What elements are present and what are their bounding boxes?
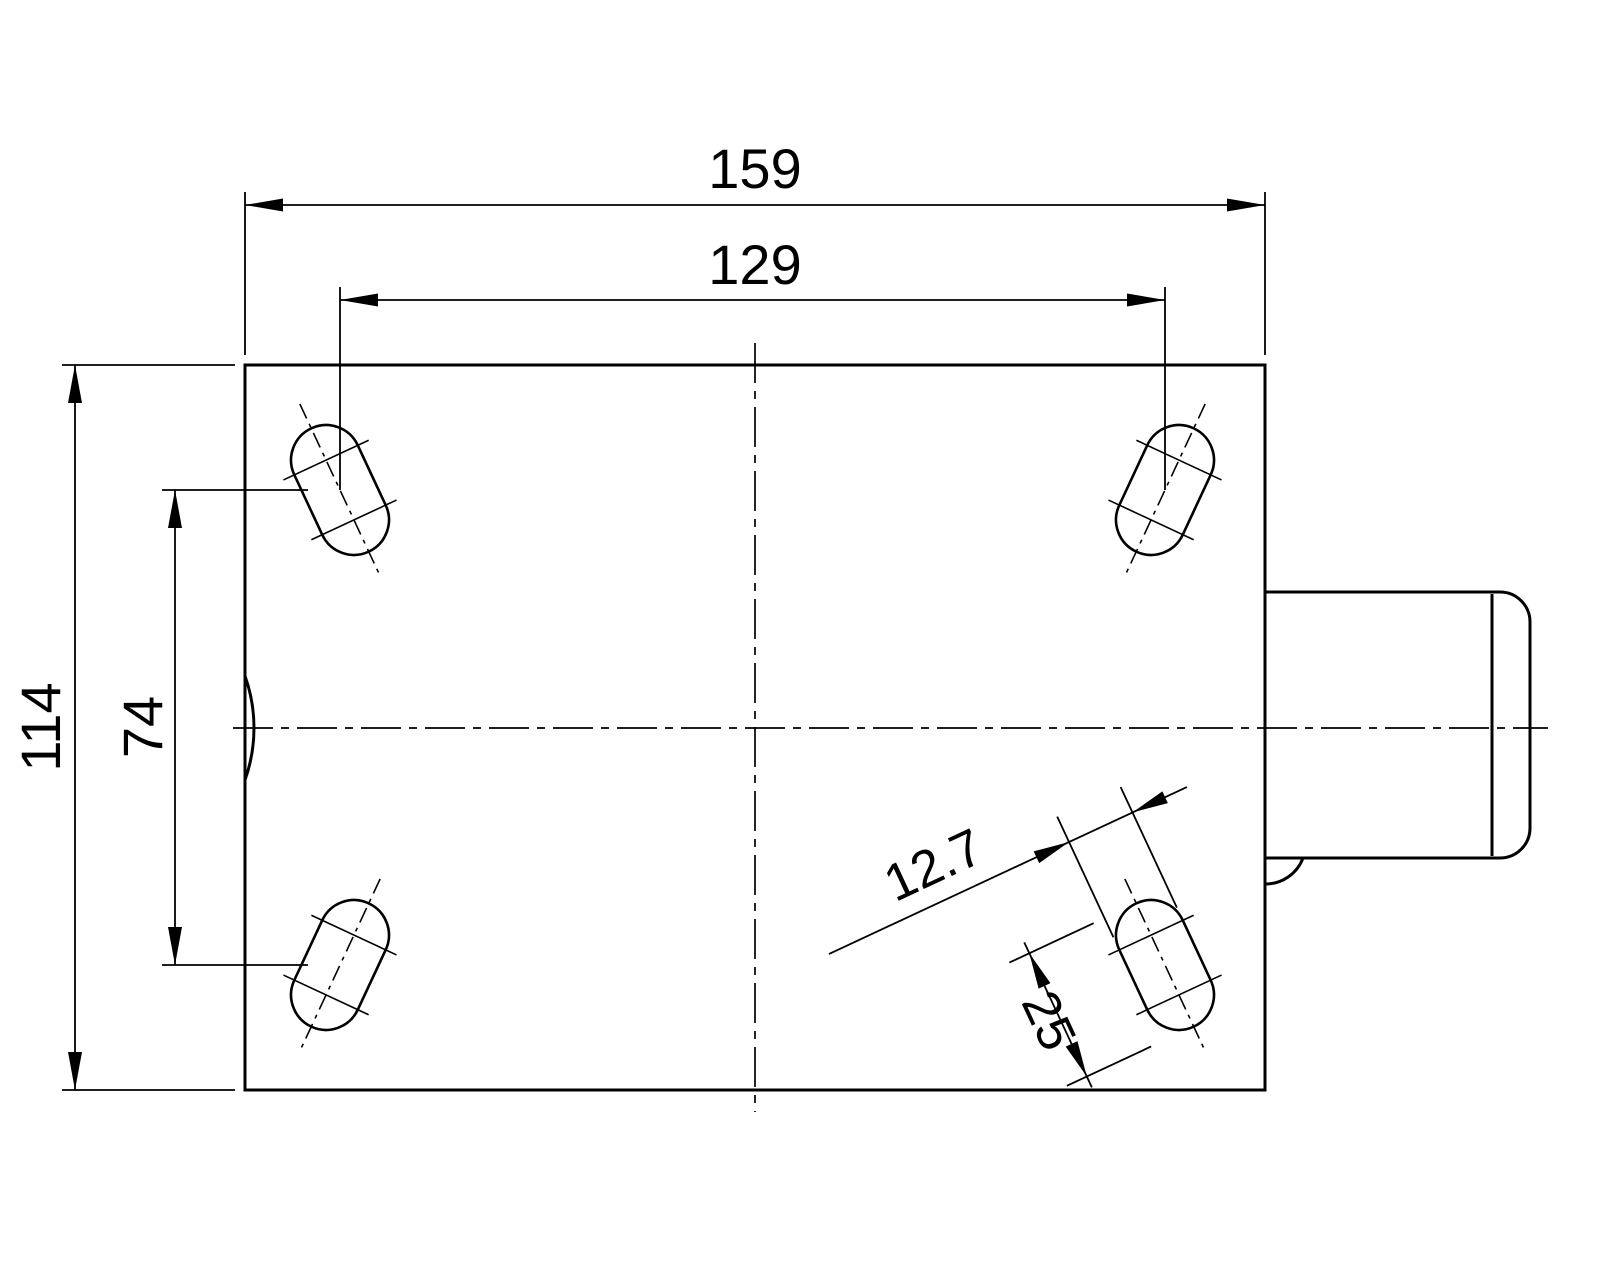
slot-width-dimension-line	[828, 786, 1188, 955]
arrowhead-top	[68, 365, 82, 403]
dim-hole-spacing-depth: 74	[111, 489, 308, 966]
slot-end-tick-bottom	[1136, 974, 1222, 1016]
wheel-outline	[1265, 590, 1532, 860]
slot-end-tick-top	[1108, 914, 1194, 956]
slot-top-right	[1108, 403, 1222, 577]
slot-end-tick-top	[1136, 439, 1222, 481]
arrowhead-bottom	[68, 1052, 82, 1090]
slot-end-tick-bottom	[283, 974, 369, 1016]
slot-bottom-left	[283, 878, 397, 1052]
arrowhead-left	[1033, 842, 1070, 864]
dim-slot-group	[828, 786, 1188, 1088]
slot-outline	[1114, 898, 1216, 1032]
slot-width-extension-line-right	[1119, 786, 1178, 908]
dim-value-hole-spacing-width: 129	[708, 233, 801, 296]
dim-hole-spacing-width: 129	[339, 233, 1166, 490]
dim-value-hole-spacing-depth: 74	[111, 696, 174, 758]
slot-width-extension-line-left	[1056, 816, 1115, 938]
arrowhead-left	[245, 198, 283, 212]
slot-top-left	[283, 403, 397, 577]
arrowhead-right	[1127, 293, 1165, 307]
wheel-shoulder-arc	[1265, 857, 1305, 886]
arrowhead-bottom	[168, 927, 182, 965]
slot-centerline	[299, 878, 381, 1052]
dim-value-overall-depth: 114	[9, 682, 72, 771]
dim-overall-width: 159	[244, 137, 1266, 355]
slot-end-tick-top	[283, 439, 369, 481]
dim-value-overall-width: 159	[708, 137, 801, 200]
dim-overall-depth: 114	[9, 364, 235, 1091]
arrowhead-top	[1029, 953, 1051, 989]
slot-end-tick-bottom	[311, 499, 397, 541]
slot-end-tick-top	[311, 914, 397, 956]
arrowhead-left	[340, 293, 378, 307]
dim-value-slot-width: 12.7	[876, 818, 992, 913]
arrowhead-right	[1227, 198, 1265, 212]
arrowhead-bottom	[1065, 1041, 1087, 1077]
slot-centerline	[1124, 878, 1206, 1052]
arrowhead-right	[1132, 791, 1168, 813]
slot-end-tick-bottom	[1108, 499, 1194, 541]
slot-bottom-right	[1108, 878, 1222, 1052]
slot-length-extension-line-bottom	[1066, 1045, 1152, 1087]
slot-length-extension-line-top	[1008, 922, 1095, 964]
arrowhead-top	[168, 490, 182, 528]
